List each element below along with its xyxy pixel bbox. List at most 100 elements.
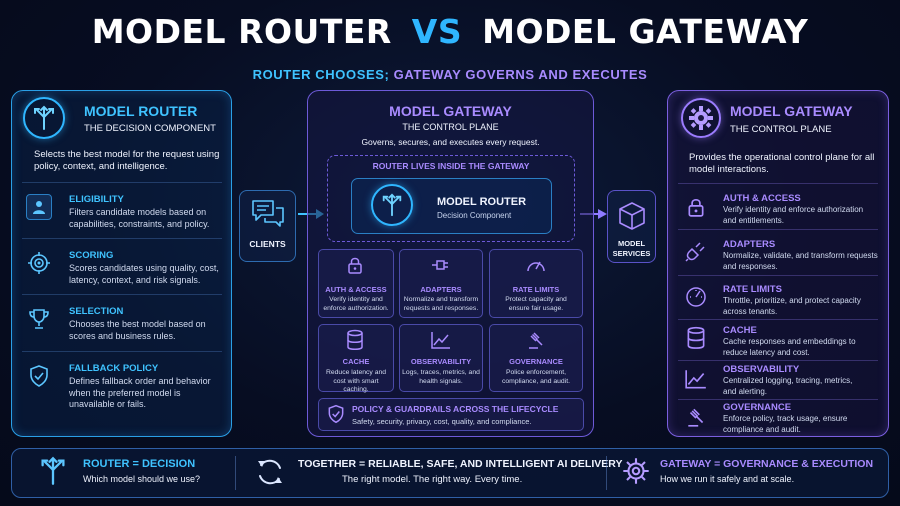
gateway-item-label: ADAPTERS xyxy=(723,239,776,250)
card-label: ADAPTERS xyxy=(420,285,462,294)
chat-icon xyxy=(251,199,285,234)
title-left: MODEL ROUTER xyxy=(91,12,392,51)
router-title: MODEL ROUTER xyxy=(84,103,198,119)
gateway-item-desc: Normalize, validate, and transform reque… xyxy=(723,251,878,271)
gateway-item-desc: Verify identity and enforce authorizatio… xyxy=(723,205,864,225)
gateway-item-label: RATE LIMITS xyxy=(723,284,782,295)
inner-router-icon xyxy=(371,184,413,226)
inner-router-sub: Decision Component xyxy=(437,211,512,220)
card-label: RATE LIMITS xyxy=(512,285,560,294)
gateway-item-desc: Throttle, prioritize, and protect capaci… xyxy=(723,296,861,316)
summary-separator xyxy=(235,456,236,490)
gateway-desc: Governs, secures, and executes every req… xyxy=(361,137,540,147)
gateway-detail-desc: Provides the operational control plane f… xyxy=(689,152,875,175)
router-divider xyxy=(22,238,222,239)
target-icon xyxy=(26,250,52,276)
card-desc: Protect capacity and ensure fair usage. xyxy=(505,296,567,312)
gauge-icon xyxy=(526,256,546,279)
router-desc: Selects the best model for the request u… xyxy=(34,149,220,172)
cube-icon xyxy=(617,201,647,236)
subtitle-router: ROUTER CHOOSES; xyxy=(252,67,390,82)
gateway-detail-panel xyxy=(667,90,889,437)
model-services-label: SERVICES xyxy=(612,249,651,258)
summary-bar xyxy=(11,448,889,498)
gateway-divider xyxy=(678,360,878,361)
policy-guardrails-bar xyxy=(318,398,584,431)
card-label: GOVERNANCE xyxy=(509,357,563,366)
gateway-divider xyxy=(678,275,878,276)
gear-icon xyxy=(681,98,721,138)
gateway-item-label: OBSERVABILITY xyxy=(723,364,800,375)
router-inside-gateway-frame xyxy=(327,155,575,242)
router-icon xyxy=(23,97,65,139)
page-subtitle: ROUTER CHOOSES; GATEWAY GOVERNS AND EXEC… xyxy=(0,67,900,82)
card-observability xyxy=(399,324,483,392)
gateway-detail-subtitle: THE CONTROL PLANE xyxy=(730,124,832,135)
plug-icon xyxy=(683,238,709,264)
lock-icon xyxy=(346,256,364,279)
card-auth-access xyxy=(318,249,394,318)
router-item-label: SELECTION xyxy=(69,306,124,317)
gateway-title: MODEL GATEWAY xyxy=(389,103,512,119)
gateway-detail-title: MODEL GATEWAY xyxy=(730,103,853,119)
summary-gateway-title: GATEWAY = GOVERNANCE & EXECUTION xyxy=(660,458,874,470)
router-item-label: FALLBACK POLICY xyxy=(69,363,159,374)
gateway-item-label: GOVERNANCE xyxy=(723,402,792,413)
gateway-divider xyxy=(678,229,878,230)
gateway-item-desc: Cache responses and embeddings to reduce… xyxy=(723,337,856,357)
gateway-item-label: CACHE xyxy=(723,325,757,336)
trophy-icon xyxy=(26,306,52,332)
card-label: CACHE xyxy=(342,357,370,366)
gateway-item-desc: Enforce policy, track usage, ensure comp… xyxy=(723,414,848,434)
gavel-icon xyxy=(526,330,546,355)
database-icon xyxy=(683,325,709,351)
user-icon xyxy=(26,194,52,220)
inner-router-title: MODEL ROUTER xyxy=(437,196,527,208)
chart-line-icon xyxy=(430,330,452,355)
policy-label: POLICY & GUARDRAILS ACROSS THE LIFECYCLE xyxy=(352,404,559,414)
refresh-cycle-icon xyxy=(254,456,286,493)
card-label: OBSERVABILITY xyxy=(410,357,472,366)
database-icon xyxy=(345,329,365,356)
summary-gateway-sub: How we run it safely and at scale. xyxy=(660,474,795,484)
card-desc: Normalize and transform requests and res… xyxy=(403,296,479,312)
shield-check-icon xyxy=(26,363,52,389)
gavel-icon xyxy=(683,404,709,430)
router-inside-label: ROUTER LIVES INSIDE THE GATEWAY xyxy=(372,161,530,171)
router-item-desc: Defines fallback order and behavior when… xyxy=(69,376,211,409)
summary-router-title: ROUTER = DECISION xyxy=(83,458,196,470)
card-rate-limits xyxy=(489,249,583,318)
gateway-item-desc: Centralized logging, tracing, metrics, a… xyxy=(723,376,853,396)
lock-icon xyxy=(683,194,709,220)
router-item-desc: Chooses the best model based on scores a… xyxy=(69,319,206,341)
subtitle-gateway: GATEWAY GOVERNS AND EXECUTES xyxy=(393,67,648,82)
clients-label: CLIENTS xyxy=(249,239,286,249)
model-services-label: MODEL xyxy=(617,239,646,248)
summary-together-sub: The right model. The right way. Every ti… xyxy=(342,474,523,485)
router-divider xyxy=(22,294,222,295)
gateway-divider xyxy=(678,399,878,400)
router-item-label: ELIGIBILITY xyxy=(69,194,124,205)
summary-router-sub: Which model should we use? xyxy=(83,474,201,484)
router-item-label: SCORING xyxy=(69,250,114,261)
clients-box xyxy=(239,190,296,262)
gauge-icon xyxy=(683,283,709,309)
gateway-item-label: AUTH & ACCESS xyxy=(723,193,801,204)
gear-icon xyxy=(621,456,651,491)
title-right: MODEL GATEWAY xyxy=(482,12,809,51)
card-label: AUTH & ACCESS xyxy=(325,285,387,294)
chart-line-icon xyxy=(683,366,709,392)
router-subtitle: THE DECISION COMPONENT xyxy=(84,123,216,134)
router-icon xyxy=(38,455,68,492)
card-desc: Police enforcement, compliance, and audi… xyxy=(501,369,570,385)
policy-desc: Safety, security, privacy, cost, quality… xyxy=(352,417,532,426)
router-divider xyxy=(22,351,222,352)
gateway-divider xyxy=(678,319,878,320)
shield-check-icon xyxy=(326,403,346,430)
summary-together-title: TOGETHER = RELIABLE, SAFE, AND INTELLIGE… xyxy=(298,458,623,470)
card-desc: Verify identity and enforce authorizatio… xyxy=(323,296,389,312)
gateway-divider xyxy=(678,183,878,184)
card-desc: Logs, traces, metrics, and health signal… xyxy=(402,369,480,385)
router-item-desc: Filters candidate models based on capabi… xyxy=(69,207,210,229)
